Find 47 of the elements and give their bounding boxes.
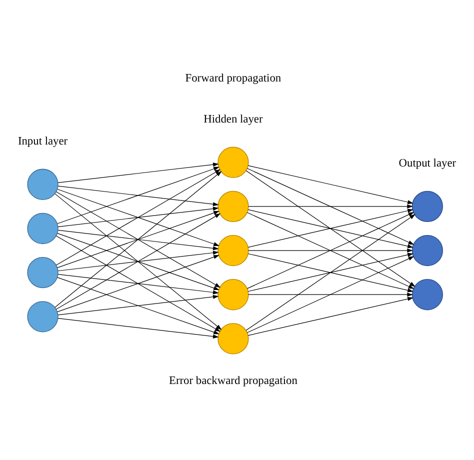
label: Forward propagation <box>185 72 282 84</box>
arrow <box>246 170 416 287</box>
arrow <box>246 212 414 289</box>
arrow <box>57 188 220 246</box>
node-circle <box>218 234 249 266</box>
arrow <box>58 162 219 183</box>
label: Error backward propagation <box>168 374 298 387</box>
arrow <box>57 211 220 268</box>
arrow <box>56 236 221 332</box>
arrow <box>246 214 416 331</box>
node-circle <box>218 146 249 178</box>
arrow <box>56 191 221 288</box>
arrow <box>56 213 221 310</box>
arrow <box>58 230 219 250</box>
label: Input layer <box>18 135 68 148</box>
arrow <box>248 204 413 208</box>
node-circle <box>27 301 58 332</box>
arrow <box>248 248 413 253</box>
arrow <box>57 166 220 224</box>
node-circle <box>412 190 443 222</box>
node-circle <box>27 168 58 200</box>
node-circle <box>218 190 249 222</box>
arrow <box>56 169 221 266</box>
arrow <box>54 194 222 330</box>
node-circle <box>218 323 249 354</box>
arrow <box>248 296 414 336</box>
node-circle <box>27 256 58 288</box>
arrow <box>58 294 219 316</box>
arrow <box>246 168 414 245</box>
arrow <box>57 277 220 334</box>
label: Output layer <box>398 158 456 170</box>
arrow <box>57 233 220 290</box>
arrow <box>58 206 219 228</box>
arrow <box>58 318 219 338</box>
label: Hidden layer <box>204 113 263 126</box>
arrow <box>58 250 219 272</box>
arrow <box>248 292 413 297</box>
arrow <box>54 171 222 308</box>
arrow <box>58 186 219 206</box>
arrow <box>246 256 414 333</box>
arrow <box>248 165 414 204</box>
node-circle <box>412 234 443 266</box>
arrow <box>57 255 220 312</box>
node-circle <box>27 212 58 244</box>
node-circle <box>218 279 249 310</box>
node-circle <box>412 279 443 310</box>
arrow <box>58 274 219 294</box>
